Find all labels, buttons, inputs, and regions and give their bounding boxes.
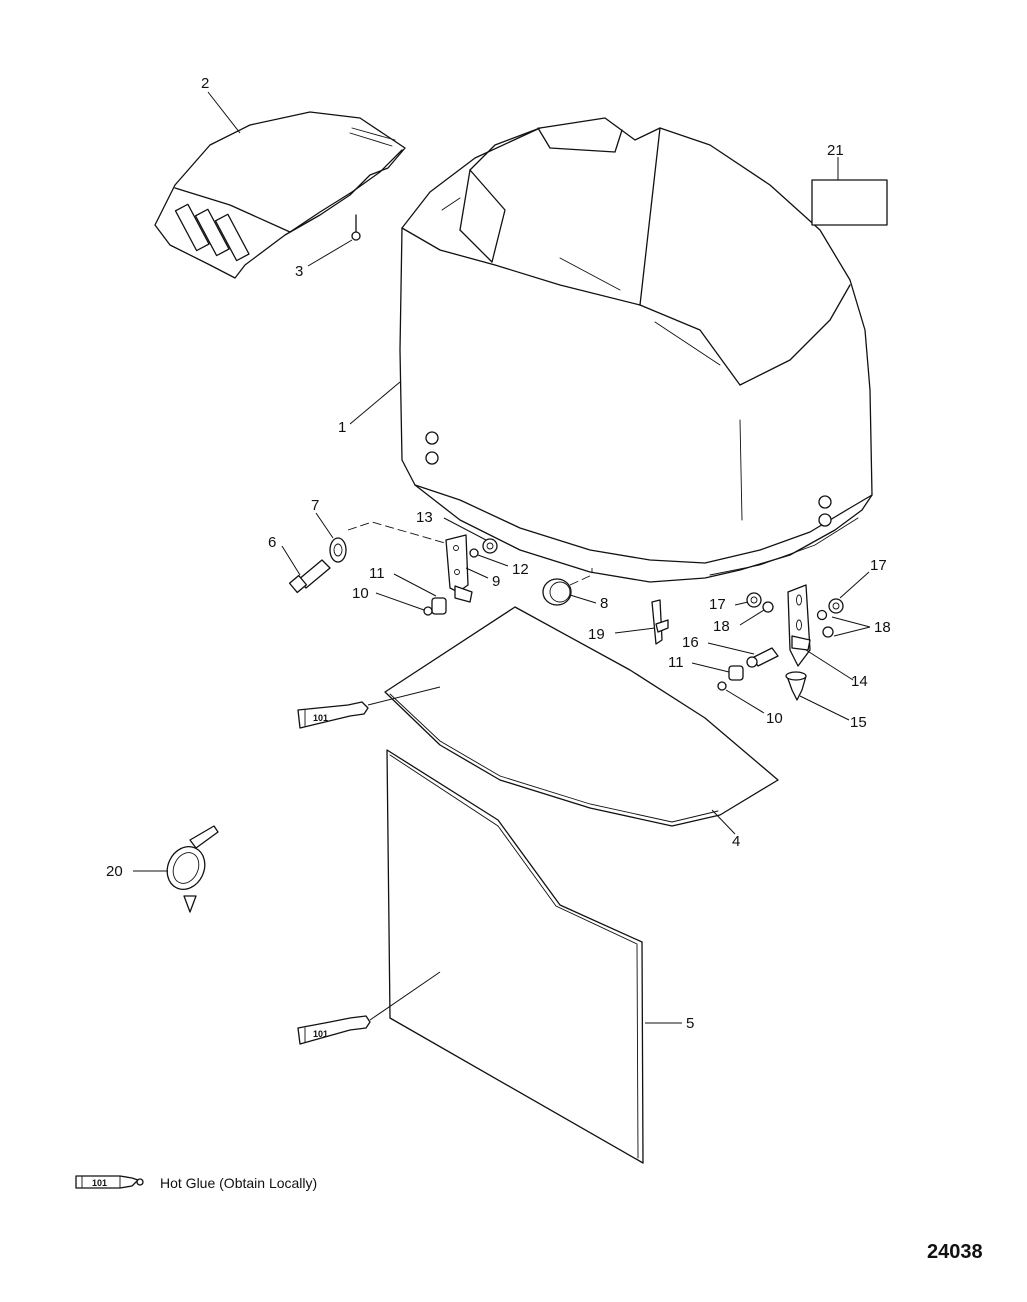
glue-tube-lower: 101 xyxy=(297,971,441,1045)
part-19-latch xyxy=(651,599,669,645)
callout-15: 15 xyxy=(850,714,867,731)
callout-4: 4 xyxy=(732,833,740,850)
legend-glue-tube-icon: 101 xyxy=(75,1175,144,1189)
callout-10-left: 10 xyxy=(352,585,369,602)
legend-text: Hot Glue (Obtain Locally) xyxy=(160,1175,317,1191)
callout-11-right: 11 xyxy=(668,654,684,671)
callout-17-right: 17 xyxy=(870,557,887,574)
part-14-bracket xyxy=(787,584,811,667)
part-17-nut-right xyxy=(828,598,844,614)
part-12-washer xyxy=(469,548,479,558)
part-15-grommet xyxy=(785,671,807,701)
part-1-cowl xyxy=(399,117,873,583)
callout-9: 9 xyxy=(492,573,500,590)
callout-5: 5 xyxy=(686,1015,694,1032)
part-4-seal xyxy=(384,606,779,827)
figure-number: 24038 xyxy=(927,1241,983,1263)
assembly-line-8 xyxy=(569,568,593,586)
part-7-washer xyxy=(329,537,347,563)
part-13-nut xyxy=(482,538,498,554)
callout-11-left: 11 xyxy=(369,565,385,582)
part-17-nut-left xyxy=(746,592,762,608)
part-18-washer-right-b xyxy=(822,626,834,638)
callout-13: 13 xyxy=(416,509,433,526)
glue-tube-upper: 101 xyxy=(297,686,441,729)
legend-symbol-label: 101 xyxy=(92,1178,107,1188)
part-18-washer-left xyxy=(762,601,774,613)
part-11-bushing-left xyxy=(431,597,447,615)
callout-20: 20 xyxy=(106,863,123,880)
part-20-clamp xyxy=(166,825,219,913)
callout-21: 21 xyxy=(827,142,844,159)
legend: 101 Hot Glue (Obtain Locally) xyxy=(75,1175,317,1191)
callout-18-right: 18 xyxy=(874,619,891,636)
callout-3: 3 xyxy=(295,263,303,280)
callout-16: 16 xyxy=(682,634,699,651)
glue-tube-lower-label: 101 xyxy=(313,1029,328,1039)
part-5-seal-panel xyxy=(386,749,644,1164)
callouts: 2 3 1 21 7 6 13 12 9 11 10 8 19 17 17 18… xyxy=(106,75,891,1032)
glue-tube-upper-label: 101 xyxy=(313,713,328,723)
part-8-plug xyxy=(542,578,572,606)
callout-14: 14 xyxy=(851,673,868,690)
part-18-washer-right-a xyxy=(816,609,828,621)
callout-6: 6 xyxy=(268,534,276,551)
part-10-washer-left xyxy=(423,606,433,616)
part-16-stud xyxy=(746,647,779,668)
callout-12: 12 xyxy=(512,561,529,578)
callout-2: 2 xyxy=(201,75,209,92)
callout-1: 1 xyxy=(338,419,346,436)
callout-18-left: 18 xyxy=(713,618,730,635)
part-6-bolt xyxy=(288,559,331,594)
part-3-screw xyxy=(351,214,361,241)
part-21-decal xyxy=(811,179,888,226)
part-2-top-cap xyxy=(154,111,406,279)
part-11-bushing-right xyxy=(728,665,744,681)
callout-19: 19 xyxy=(588,626,605,643)
assembly-line-7-9 xyxy=(347,521,446,544)
leader-lines xyxy=(133,91,871,1024)
part-9-bracket xyxy=(445,534,473,603)
part-10-washer-right xyxy=(717,681,727,691)
callout-17-left: 17 xyxy=(709,596,726,613)
callout-8: 8 xyxy=(600,595,608,612)
callout-10-right: 10 xyxy=(766,710,783,727)
callout-7: 7 xyxy=(311,497,319,514)
